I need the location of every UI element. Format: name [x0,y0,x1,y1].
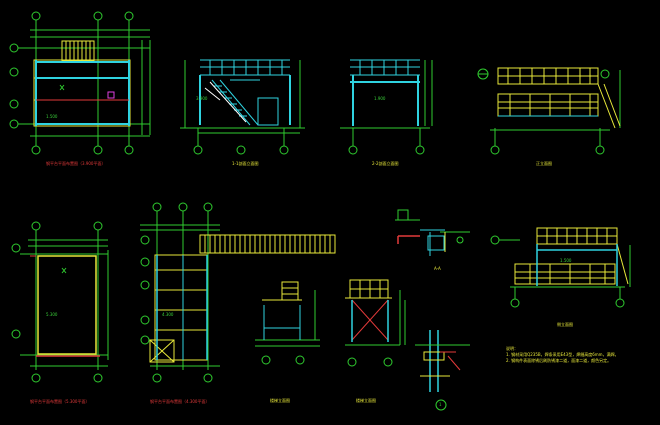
notes-line-1: 1. 钢材采用Q235B，焊条采用E43型，焊缝高度6mm，满焊。 [506,352,619,357]
dim-label: 1.500 [46,114,58,119]
view-section-a-a [395,209,470,256]
title-elevation-1-1: 1-1剖面立面图 [232,161,259,166]
title-stair-elevation-2: 楼梯立面图 [356,398,376,403]
general-notes: 说明： 1. 钢材采用Q235B，焊条采用E43型，焊缝高度6mm，满焊。 2.… [506,346,619,364]
title-detail-1: 1 [439,402,442,407]
view-stair-elevation-2 [345,279,406,367]
title-stair-elevation-1: 楼梯立面图 [270,398,290,403]
title-side-elevation: 侧立面图 [557,322,573,327]
title-front-elevation: 正立面图 [536,161,552,166]
view-stair-elevation-1 [255,281,320,365]
title-plan-4300: 钢平台平面布置图（4.300平面） [150,399,210,404]
view-plan-5300 [11,221,109,383]
view-front-elevation [477,67,621,155]
dim-label: 1.500 [560,258,572,263]
view-elevation-2-2 [340,59,433,155]
notes-line-2: 2. 钢构件表面除锈后刷防锈漆二道，面漆二道，颜色另定。 [506,358,612,363]
notes-heading: 说明： [506,346,518,351]
title-plan-3900: 钢平台平面布置图（3.900平面） [46,161,106,166]
view-column-detail [415,330,470,411]
view-plan-3900 [9,11,151,155]
title-elevation-2-2: 2-2剖面立面图 [372,161,399,166]
view-plan-4300 [140,202,336,383]
dim-label: 3.900 [196,96,208,101]
dim-label: 1.900 [374,96,386,101]
dim-label: 4.300 [162,312,174,317]
title-plan-5300: 钢平台平面布置图（5.300平面） [30,399,90,404]
view-side-elevation [490,227,631,308]
title-section-a-a: A-A [434,266,441,271]
dim-label: 5.300 [46,312,58,317]
view-elevation-1-1 [180,59,305,155]
